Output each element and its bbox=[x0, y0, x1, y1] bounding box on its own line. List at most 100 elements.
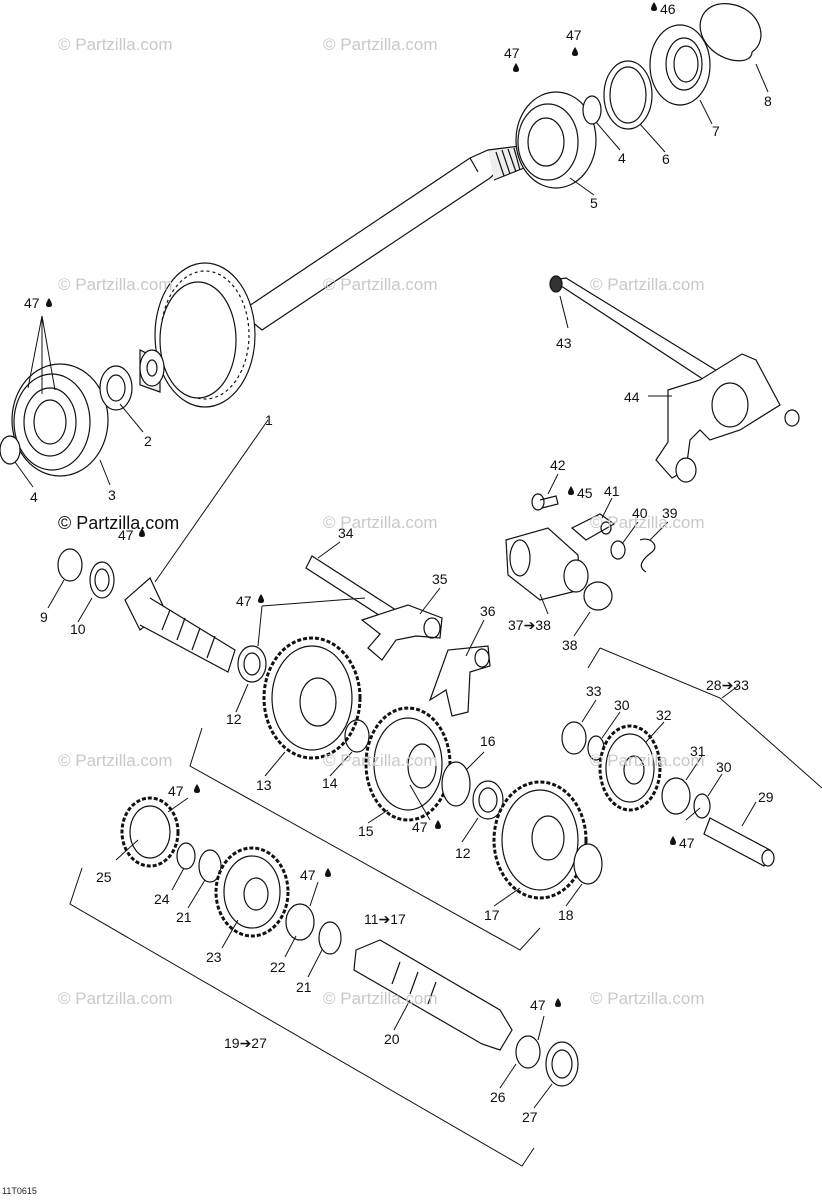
bushing-33 bbox=[561, 721, 587, 755]
callout-31: 31 bbox=[690, 743, 706, 759]
callout-23: 23 bbox=[206, 949, 222, 965]
watermark: © Partzilla.com bbox=[58, 35, 173, 54]
callout-7: 7 bbox=[712, 123, 720, 139]
watermark: © Partzilla.com bbox=[590, 513, 705, 532]
shift-drum bbox=[505, 527, 589, 601]
watermark: © Partzilla.com bbox=[58, 989, 173, 1008]
lube-mark: 47 bbox=[168, 783, 184, 799]
washer-30b bbox=[693, 793, 711, 819]
needle-bearing-31 bbox=[661, 777, 691, 815]
watermark: © Partzilla.com bbox=[58, 275, 173, 294]
washer-26 bbox=[515, 1035, 541, 1069]
shaft-29 bbox=[703, 817, 775, 867]
gear-32 bbox=[598, 724, 662, 812]
oil-drop-icons bbox=[46, 2, 676, 1007]
callout-34: 34 bbox=[338, 525, 354, 541]
needle-bearing-12b bbox=[472, 780, 504, 820]
callout-4: 4 bbox=[618, 150, 626, 166]
spring-39 bbox=[639, 538, 656, 573]
callout-5: 5 bbox=[590, 195, 598, 211]
callout-44: 44 bbox=[624, 389, 640, 405]
watermark: © Partzilla.com bbox=[590, 751, 705, 770]
callout-25: 25 bbox=[96, 869, 112, 885]
callout-13: 13 bbox=[256, 777, 272, 793]
callout-4: 4 bbox=[30, 489, 38, 505]
lube-mark: 47 bbox=[412, 819, 428, 835]
watermark: © Partzilla.com bbox=[323, 751, 438, 770]
washer-4 bbox=[582, 95, 602, 125]
callout-20: 20 bbox=[384, 1031, 400, 1047]
watermark: © Partzilla.com bbox=[323, 35, 438, 54]
gear-17 bbox=[492, 780, 588, 900]
range-28-33: 28➔33 bbox=[706, 677, 749, 693]
callout-27: 27 bbox=[522, 1109, 538, 1125]
callout-22: 22 bbox=[270, 959, 286, 975]
bevel-ring-gear bbox=[139, 262, 256, 408]
gear-25 bbox=[120, 796, 180, 868]
callout-3: 3 bbox=[108, 487, 116, 503]
callout-32: 32 bbox=[656, 707, 672, 723]
watermark: © Partzilla.com bbox=[323, 275, 438, 294]
callout-30: 30 bbox=[614, 697, 630, 713]
shift-fork-35 bbox=[360, 604, 443, 661]
callout-8: 8 bbox=[764, 93, 772, 109]
watermark: © Partzilla.com bbox=[58, 751, 173, 770]
callout-2: 2 bbox=[144, 433, 152, 449]
gear-23 bbox=[214, 846, 290, 938]
washer-40 bbox=[610, 540, 626, 560]
washer-16 bbox=[441, 761, 471, 807]
lube-mark: 45 bbox=[577, 485, 593, 501]
lube-mark: 47 bbox=[566, 27, 582, 43]
callout-40: 40 bbox=[632, 505, 648, 521]
gear-13 bbox=[262, 636, 362, 760]
watermark: © Partzilla.com bbox=[590, 989, 705, 1008]
output-shaft bbox=[238, 145, 525, 331]
callout-36: 36 bbox=[480, 603, 496, 619]
pinion-shaft bbox=[124, 577, 236, 673]
callout-15: 15 bbox=[358, 823, 374, 839]
shift-quadrant-44 bbox=[655, 353, 800, 483]
circlip-8 bbox=[699, 3, 762, 62]
lube-mark: 47 bbox=[530, 997, 546, 1013]
circlip-14 bbox=[344, 719, 370, 753]
washer-21a bbox=[198, 849, 222, 883]
callout-21: 21 bbox=[176, 909, 192, 925]
callout-6: 6 bbox=[662, 151, 670, 167]
countershaft-20 bbox=[353, 939, 513, 1051]
bearing-27 bbox=[545, 1041, 579, 1087]
callout-17: 17 bbox=[484, 907, 500, 923]
callout-12: 12 bbox=[226, 711, 242, 727]
lube-mark: 47 bbox=[24, 295, 40, 311]
washer-21b bbox=[318, 921, 342, 955]
gear-15 bbox=[364, 706, 452, 822]
plate-38 bbox=[583, 581, 613, 611]
callout-41: 41 bbox=[604, 483, 620, 499]
left-washer-4 bbox=[0, 435, 21, 465]
watermark: © Partzilla.com bbox=[323, 513, 438, 532]
shift-fork-36 bbox=[428, 645, 491, 717]
callout-43: 43 bbox=[556, 335, 572, 351]
watermark-prominent: © Partzilla.com bbox=[58, 513, 180, 533]
right-bearing-5 bbox=[515, 91, 597, 189]
needle-bearing-12a bbox=[237, 645, 267, 683]
callout-1: 1 bbox=[265, 412, 273, 428]
washer-18 bbox=[573, 843, 603, 885]
drawing-code: 11T0615 bbox=[2, 1186, 37, 1196]
lube-mark: 47 bbox=[504, 45, 520, 61]
lube-mark: 47 bbox=[236, 593, 252, 609]
lube-mark: 47 bbox=[118, 527, 134, 543]
callout-16: 16 bbox=[480, 733, 496, 749]
callout-39: 39 bbox=[662, 505, 678, 521]
lube-mark: 47 bbox=[300, 867, 316, 883]
callout-10: 10 bbox=[70, 621, 86, 637]
callout-30: 30 bbox=[716, 759, 732, 775]
range-11-17: 11➔17 bbox=[364, 911, 406, 927]
left-bearing bbox=[11, 363, 109, 477]
callout-35: 35 bbox=[432, 571, 448, 587]
shim-2 bbox=[99, 365, 133, 411]
leader-lines bbox=[14, 63, 769, 1109]
oil-seal-7 bbox=[649, 24, 711, 106]
callout-24: 24 bbox=[154, 891, 170, 907]
callout-29: 29 bbox=[758, 789, 774, 805]
